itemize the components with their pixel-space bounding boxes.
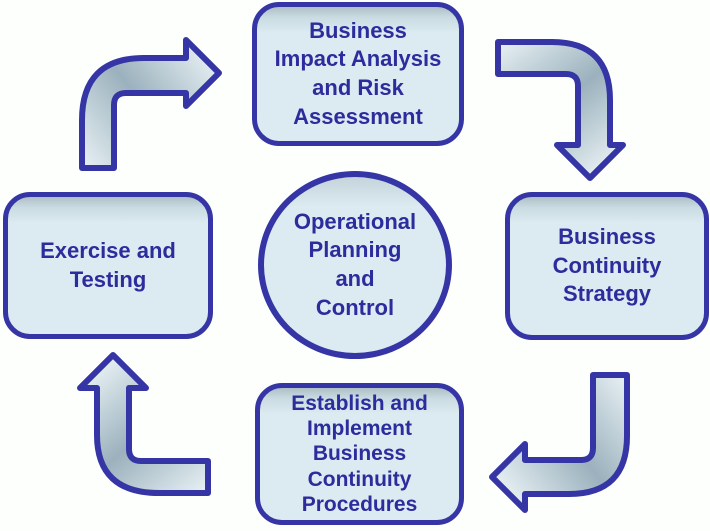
node-establish-implement-procedures: Establish and Implement Business Continu… (255, 383, 464, 525)
node-exercise-and-testing: Exercise and Testing (3, 192, 213, 339)
node-business-impact-analysis-label: Business Impact Analysis and Risk Assess… (274, 17, 442, 129)
node-business-continuity-strategy: Business Continuity Strategy (505, 192, 709, 340)
node-establish-implement-procedures-label: Establish and Implement Business Continu… (291, 392, 428, 516)
node-business-continuity-strategy-label: Business Continuity Strategy (552, 224, 662, 307)
node-operational-planning-control: Operational Planning and Control (258, 171, 452, 359)
cycle-arrow-top-left-icon (79, 37, 222, 171)
node-operational-planning-control-label: Operational Planning and Control (293, 208, 417, 320)
cycle-arrow-bottom-left-icon (77, 352, 211, 496)
node-exercise-and-testing-label: Exercise and Testing (40, 237, 176, 292)
node-business-impact-analysis: Business Impact Analysis and Risk Assess… (252, 2, 464, 146)
cycle-arrow-bottom-right-icon (489, 372, 630, 513)
cycle-arrow-top-right-icon (495, 39, 626, 181)
